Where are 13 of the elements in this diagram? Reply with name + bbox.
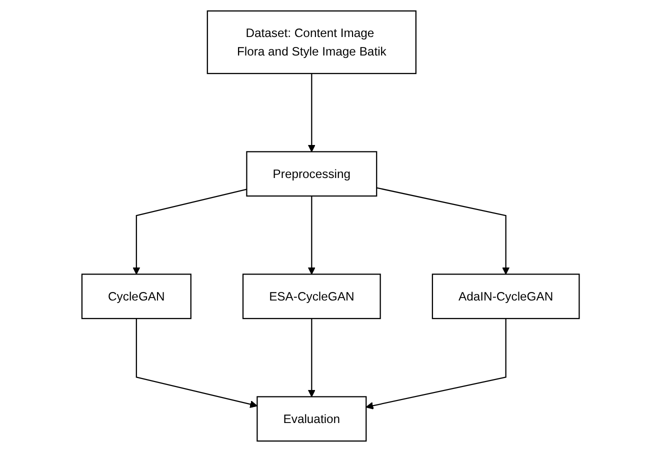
arrow bbox=[366, 318, 507, 410]
process-box: CycleGAN bbox=[82, 274, 192, 320]
arrow bbox=[308, 318, 316, 398]
process-box: ESA-CycleGAN bbox=[242, 274, 382, 320]
arrow bbox=[133, 188, 248, 275]
arrow bbox=[376, 187, 510, 275]
process-box: Evaluation bbox=[257, 396, 368, 442]
arrow bbox=[308, 74, 316, 152]
arrow bbox=[136, 318, 258, 408]
process-box: AdaIN-CycleGAN bbox=[432, 274, 580, 320]
process-box: Dataset: Content Image Flora and Style Image Batik bbox=[207, 10, 417, 74]
arrow bbox=[308, 196, 316, 275]
process-box: Preprocessing bbox=[246, 151, 378, 197]
